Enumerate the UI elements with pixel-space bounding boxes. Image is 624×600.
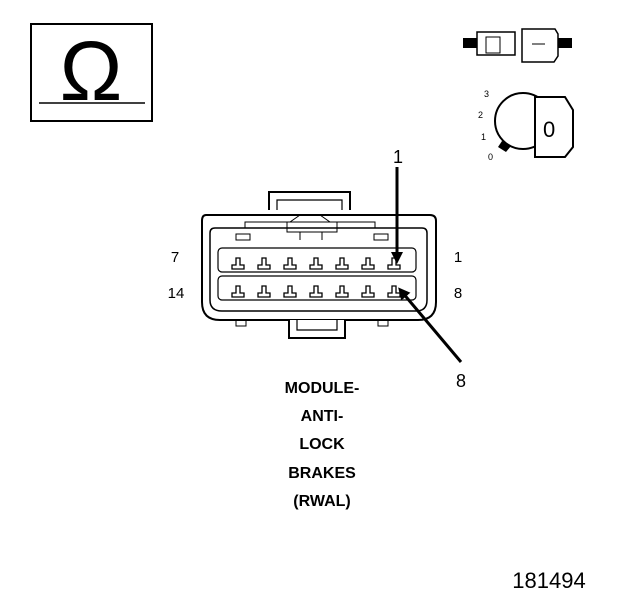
ignition-key-icon: 3 2 1 0 0	[478, 89, 574, 162]
terminal-cavity	[231, 257, 245, 270]
terminal-row-bottom	[231, 285, 401, 298]
caption-line-3: LOCK	[299, 436, 345, 453]
figure-number: 181494	[512, 568, 585, 593]
terminal-cavity	[361, 285, 375, 298]
caption-line-4: BRAKES	[288, 465, 356, 482]
terminal-cavity	[335, 285, 349, 298]
pin-label-14: 14	[168, 285, 185, 302]
caption: MODULE- ANTI- LOCK BRAKES (RWAL)	[285, 380, 360, 510]
pin-label-8: 8	[454, 285, 462, 302]
callout-label-8: 8	[456, 371, 466, 391]
pin-label-7: 7	[171, 249, 179, 266]
caption-line-5: (RWAL)	[293, 493, 350, 510]
key-position-2: 2	[478, 110, 483, 120]
terminal-cavity	[361, 257, 375, 270]
callout-arrow-pin-8	[398, 287, 463, 363]
terminal-cavity	[231, 285, 245, 298]
callout-label-1: 1	[393, 147, 403, 167]
caption-line-1: MODULE-	[285, 380, 360, 397]
key-position-0: 0	[488, 152, 493, 162]
terminal-row-top	[231, 257, 401, 270]
key-position-1: 1	[481, 132, 486, 142]
terminal-cavity	[309, 285, 323, 298]
ohm-symbol: Ω	[60, 24, 123, 118]
terminal-cavity	[335, 257, 349, 270]
caption-line-2: ANTI-	[301, 408, 344, 425]
key-label: 0	[543, 117, 555, 142]
pin-label-1: 1	[454, 249, 462, 266]
terminal-cavity	[283, 285, 297, 298]
disconnected-connector-icon	[463, 28, 572, 63]
terminal-cavity	[257, 257, 271, 270]
ohmmeter-icon: Ω	[30, 23, 153, 122]
terminal-cavity	[283, 257, 297, 270]
terminal-cavity	[309, 257, 323, 270]
key-position-3: 3	[484, 89, 489, 99]
terminal-cavity	[257, 285, 271, 298]
